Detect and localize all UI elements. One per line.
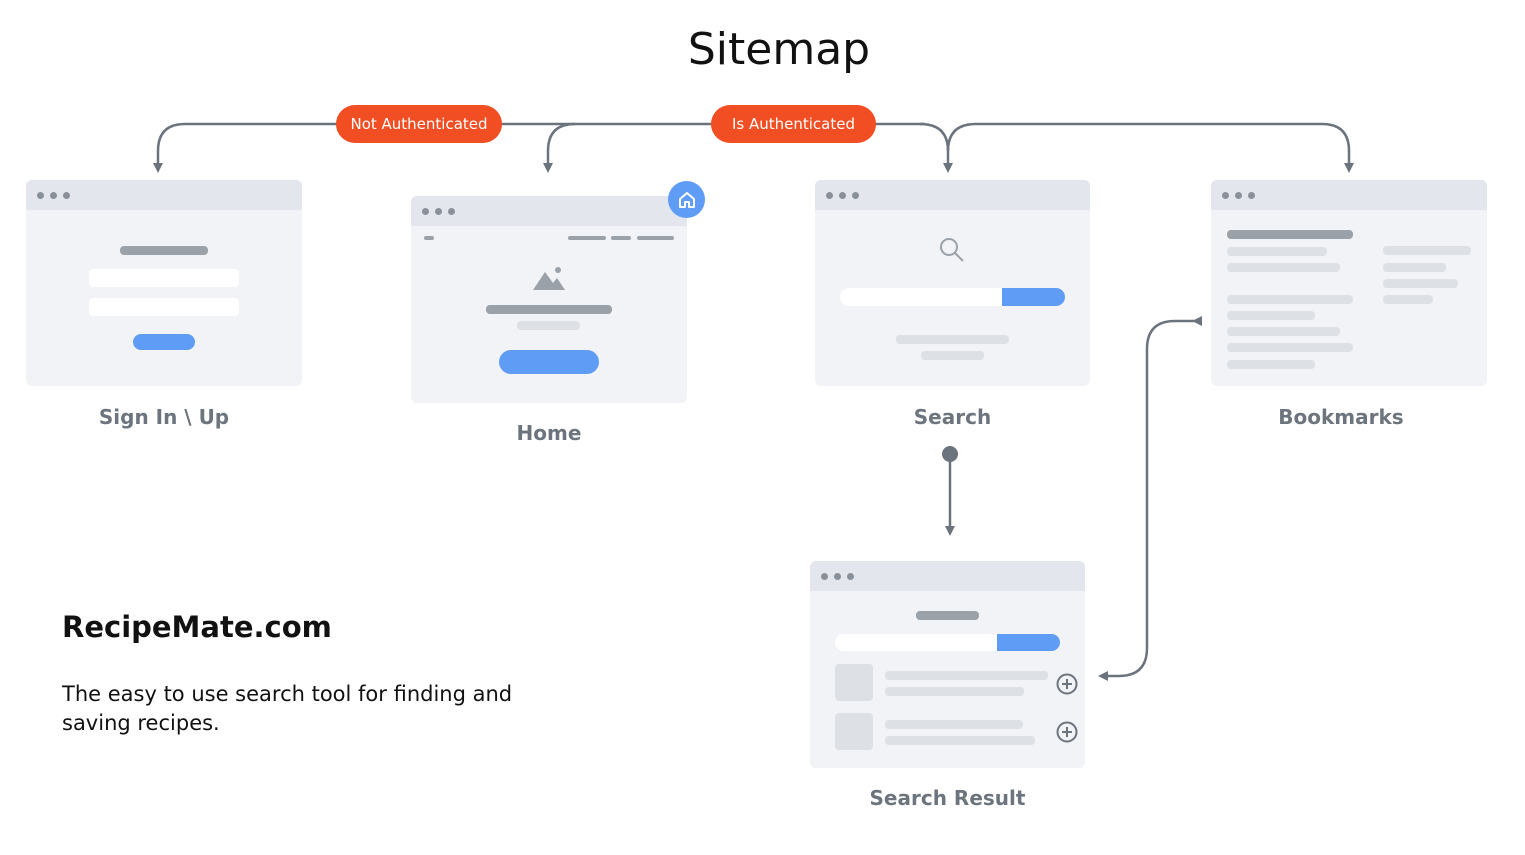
window-dot (37, 192, 44, 199)
wire-text-line (885, 736, 1035, 745)
wire-text-line (885, 720, 1023, 729)
wire-side-line (1383, 279, 1458, 288)
wire-input (89, 269, 239, 287)
wire-result-thumbnail (835, 713, 873, 750)
window-dot (435, 208, 442, 215)
plus-circle-icon (1056, 673, 1078, 695)
condition-is-authenticated: Is Authenticated (711, 105, 876, 143)
wire-text-line (1227, 311, 1315, 320)
image-icon (533, 267, 565, 290)
window-dot (839, 192, 846, 199)
brand-name: RecipeMate.com (62, 610, 332, 644)
window-titlebar (26, 180, 302, 210)
wire-text-line (885, 671, 1048, 680)
wire-side-line (1383, 295, 1433, 304)
search-result-wireframe (810, 561, 1085, 768)
window-dot (821, 573, 828, 580)
search-icon (940, 238, 964, 262)
wire-heading (120, 246, 208, 255)
window-dot (50, 192, 57, 199)
wire-heading (1227, 230, 1353, 239)
window-dot (422, 208, 429, 215)
connector-to-home (543, 122, 576, 173)
wire-search-input (840, 288, 1005, 306)
diagram-title: Sitemap (687, 24, 871, 75)
wire-text-line (1227, 295, 1353, 304)
window-dot (834, 573, 841, 580)
condition-not-authenticated: Not Authenticated (336, 105, 502, 143)
window-dot (63, 192, 70, 199)
page-label-search-result: Search Result (869, 786, 1026, 810)
plus-circle-icon (1056, 721, 1078, 743)
wire-hero-subtitle (517, 321, 580, 330)
window-titlebar (810, 561, 1085, 591)
bookmarks-wireframe (1211, 180, 1487, 386)
wire-input (89, 298, 239, 316)
wire-result-thumbnail (835, 664, 873, 701)
page-label-home: Home (516, 421, 582, 445)
connector-to-bookmarks (946, 122, 1354, 173)
window-dot (852, 192, 859, 199)
wire-text-line (1227, 360, 1315, 369)
page-label-search: Search (913, 405, 992, 429)
page-label-signin: Sign In \ Up (98, 405, 230, 429)
window-titlebar (411, 196, 687, 226)
window-dot (1248, 192, 1255, 199)
wire-heading (916, 611, 979, 620)
wire-search-button (1002, 288, 1065, 306)
window-dot (448, 208, 455, 215)
window-dot (1222, 192, 1229, 199)
wire-text-line (921, 351, 984, 360)
wire-text-line (1227, 343, 1353, 352)
wire-text-line (1227, 247, 1327, 256)
wire-button (133, 334, 195, 350)
wire-side-line (1383, 246, 1471, 255)
wire-text-line (896, 335, 1009, 344)
home-icon (668, 181, 705, 218)
window-dot (847, 573, 854, 580)
connector-to-signin (153, 122, 186, 173)
search-wireframe (815, 180, 1090, 386)
home-wireframe (411, 196, 687, 403)
connector-to-search (919, 122, 953, 173)
window-titlebar (815, 180, 1090, 210)
wire-text-line (1227, 263, 1340, 272)
wire-nav-item (611, 236, 631, 240)
wire-hero-title (486, 305, 612, 314)
wire-nav-item (637, 236, 674, 240)
wire-text-line (885, 687, 1024, 696)
wire-side-line (1383, 263, 1446, 272)
window-titlebar (1211, 180, 1487, 210)
signin-wireframe (26, 180, 302, 386)
brand-tagline: The easy to use search tool for finding … (62, 682, 513, 735)
wire-search-button (997, 634, 1060, 651)
window-dot (826, 192, 833, 199)
window-dot (1235, 192, 1242, 199)
wire-nav-item (568, 236, 606, 240)
wire-logo (424, 236, 434, 240)
page-label-bookmarks: Bookmarks (1278, 405, 1404, 429)
wire-text-line (1227, 327, 1340, 336)
wire-search-input (835, 634, 1000, 651)
connector-origin-dot (942, 446, 958, 462)
wire-cta-button (499, 350, 599, 374)
connector-bookmarks-result (1098, 316, 1202, 681)
